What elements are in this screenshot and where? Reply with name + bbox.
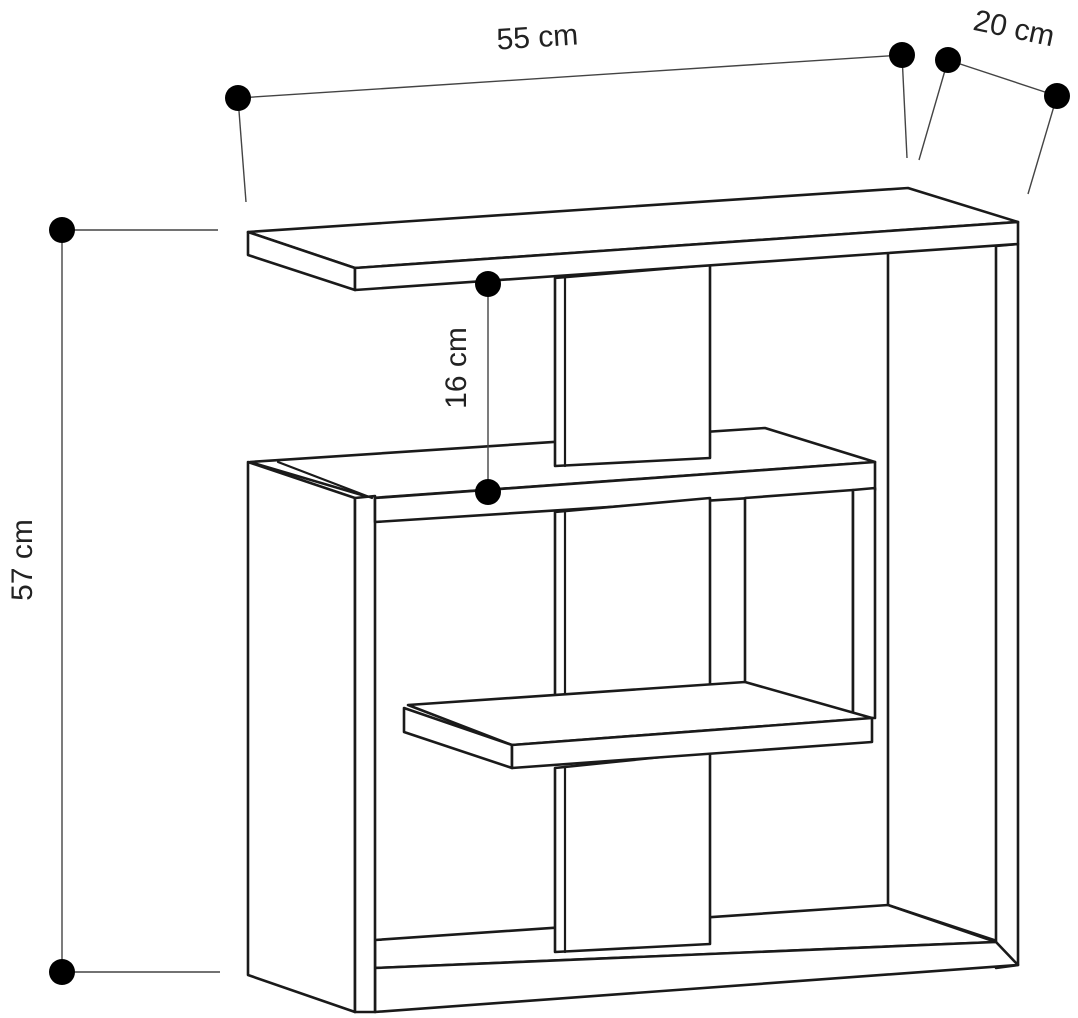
top-shelf-front-edge — [353, 220, 1020, 292]
depth-end-marker — [1044, 83, 1070, 109]
center-board-bottom — [553, 750, 712, 954]
lower-box-left-panel-front — [353, 494, 377, 1014]
shelf-gap-label: 16 cm — [440, 327, 473, 409]
height-top-marker — [49, 217, 75, 243]
shelf-gap-bottom-marker — [475, 479, 501, 505]
depth-label: 20 cm — [971, 4, 1058, 53]
center-board-top — [553, 263, 712, 468]
width-start-marker — [225, 85, 251, 111]
depth-dimension: 20 cm — [918, 4, 1070, 195]
shelf-gap-dimension: 16 cm — [440, 271, 501, 505]
width-label: 55 cm — [496, 18, 580, 56]
right-side-panel — [886, 243, 1002, 944]
lower-box-left-panel — [246, 460, 357, 1014]
width-dimension: 55 cm — [225, 18, 915, 203]
inner-right-divider-front — [851, 486, 877, 720]
inner-right-divider — [743, 488, 855, 720]
shelf-unit-drawing — [246, 186, 1020, 1014]
depth-start-marker — [935, 47, 961, 73]
width-end-marker — [889, 42, 915, 68]
height-dimension: 57 cm — [6, 217, 220, 985]
small-shelf-right-edge — [510, 716, 874, 770]
right-side-panel-front-edge — [994, 242, 1020, 970]
height-label: 57 cm — [6, 519, 39, 601]
height-bottom-marker — [49, 959, 75, 985]
shelf-gap-top-marker — [475, 271, 501, 297]
